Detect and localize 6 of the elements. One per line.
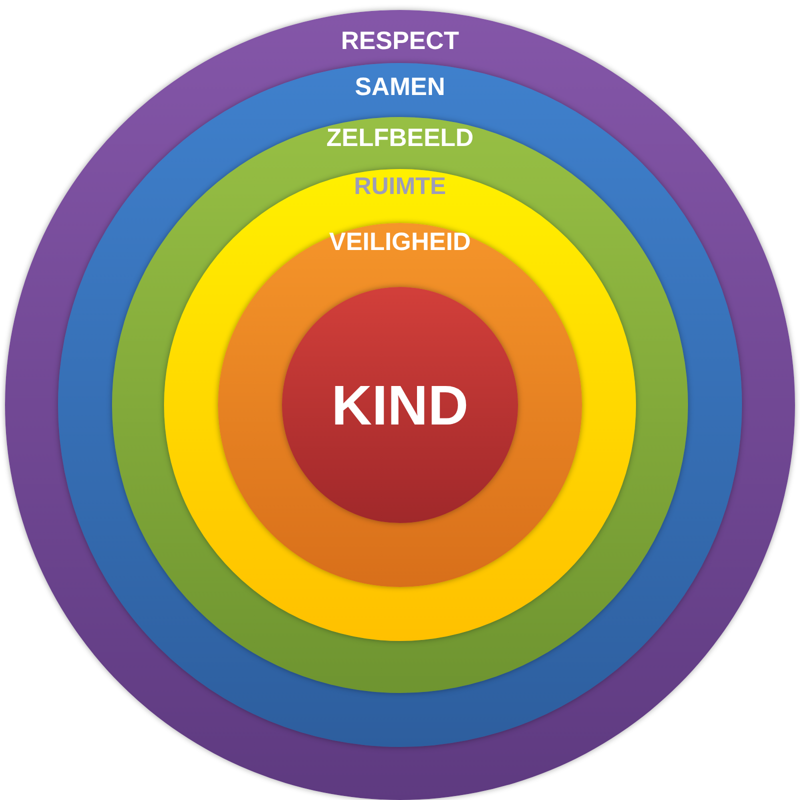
ring-label: ZELFBEELD bbox=[326, 124, 474, 153]
ring-label: KIND bbox=[332, 372, 468, 438]
ring-label: RUIMTE bbox=[354, 173, 446, 201]
ring-label: RESPECT bbox=[340, 27, 460, 56]
ring-label: VEILIGHEID bbox=[329, 228, 471, 257]
ring-label: SAMEN bbox=[354, 73, 446, 102]
